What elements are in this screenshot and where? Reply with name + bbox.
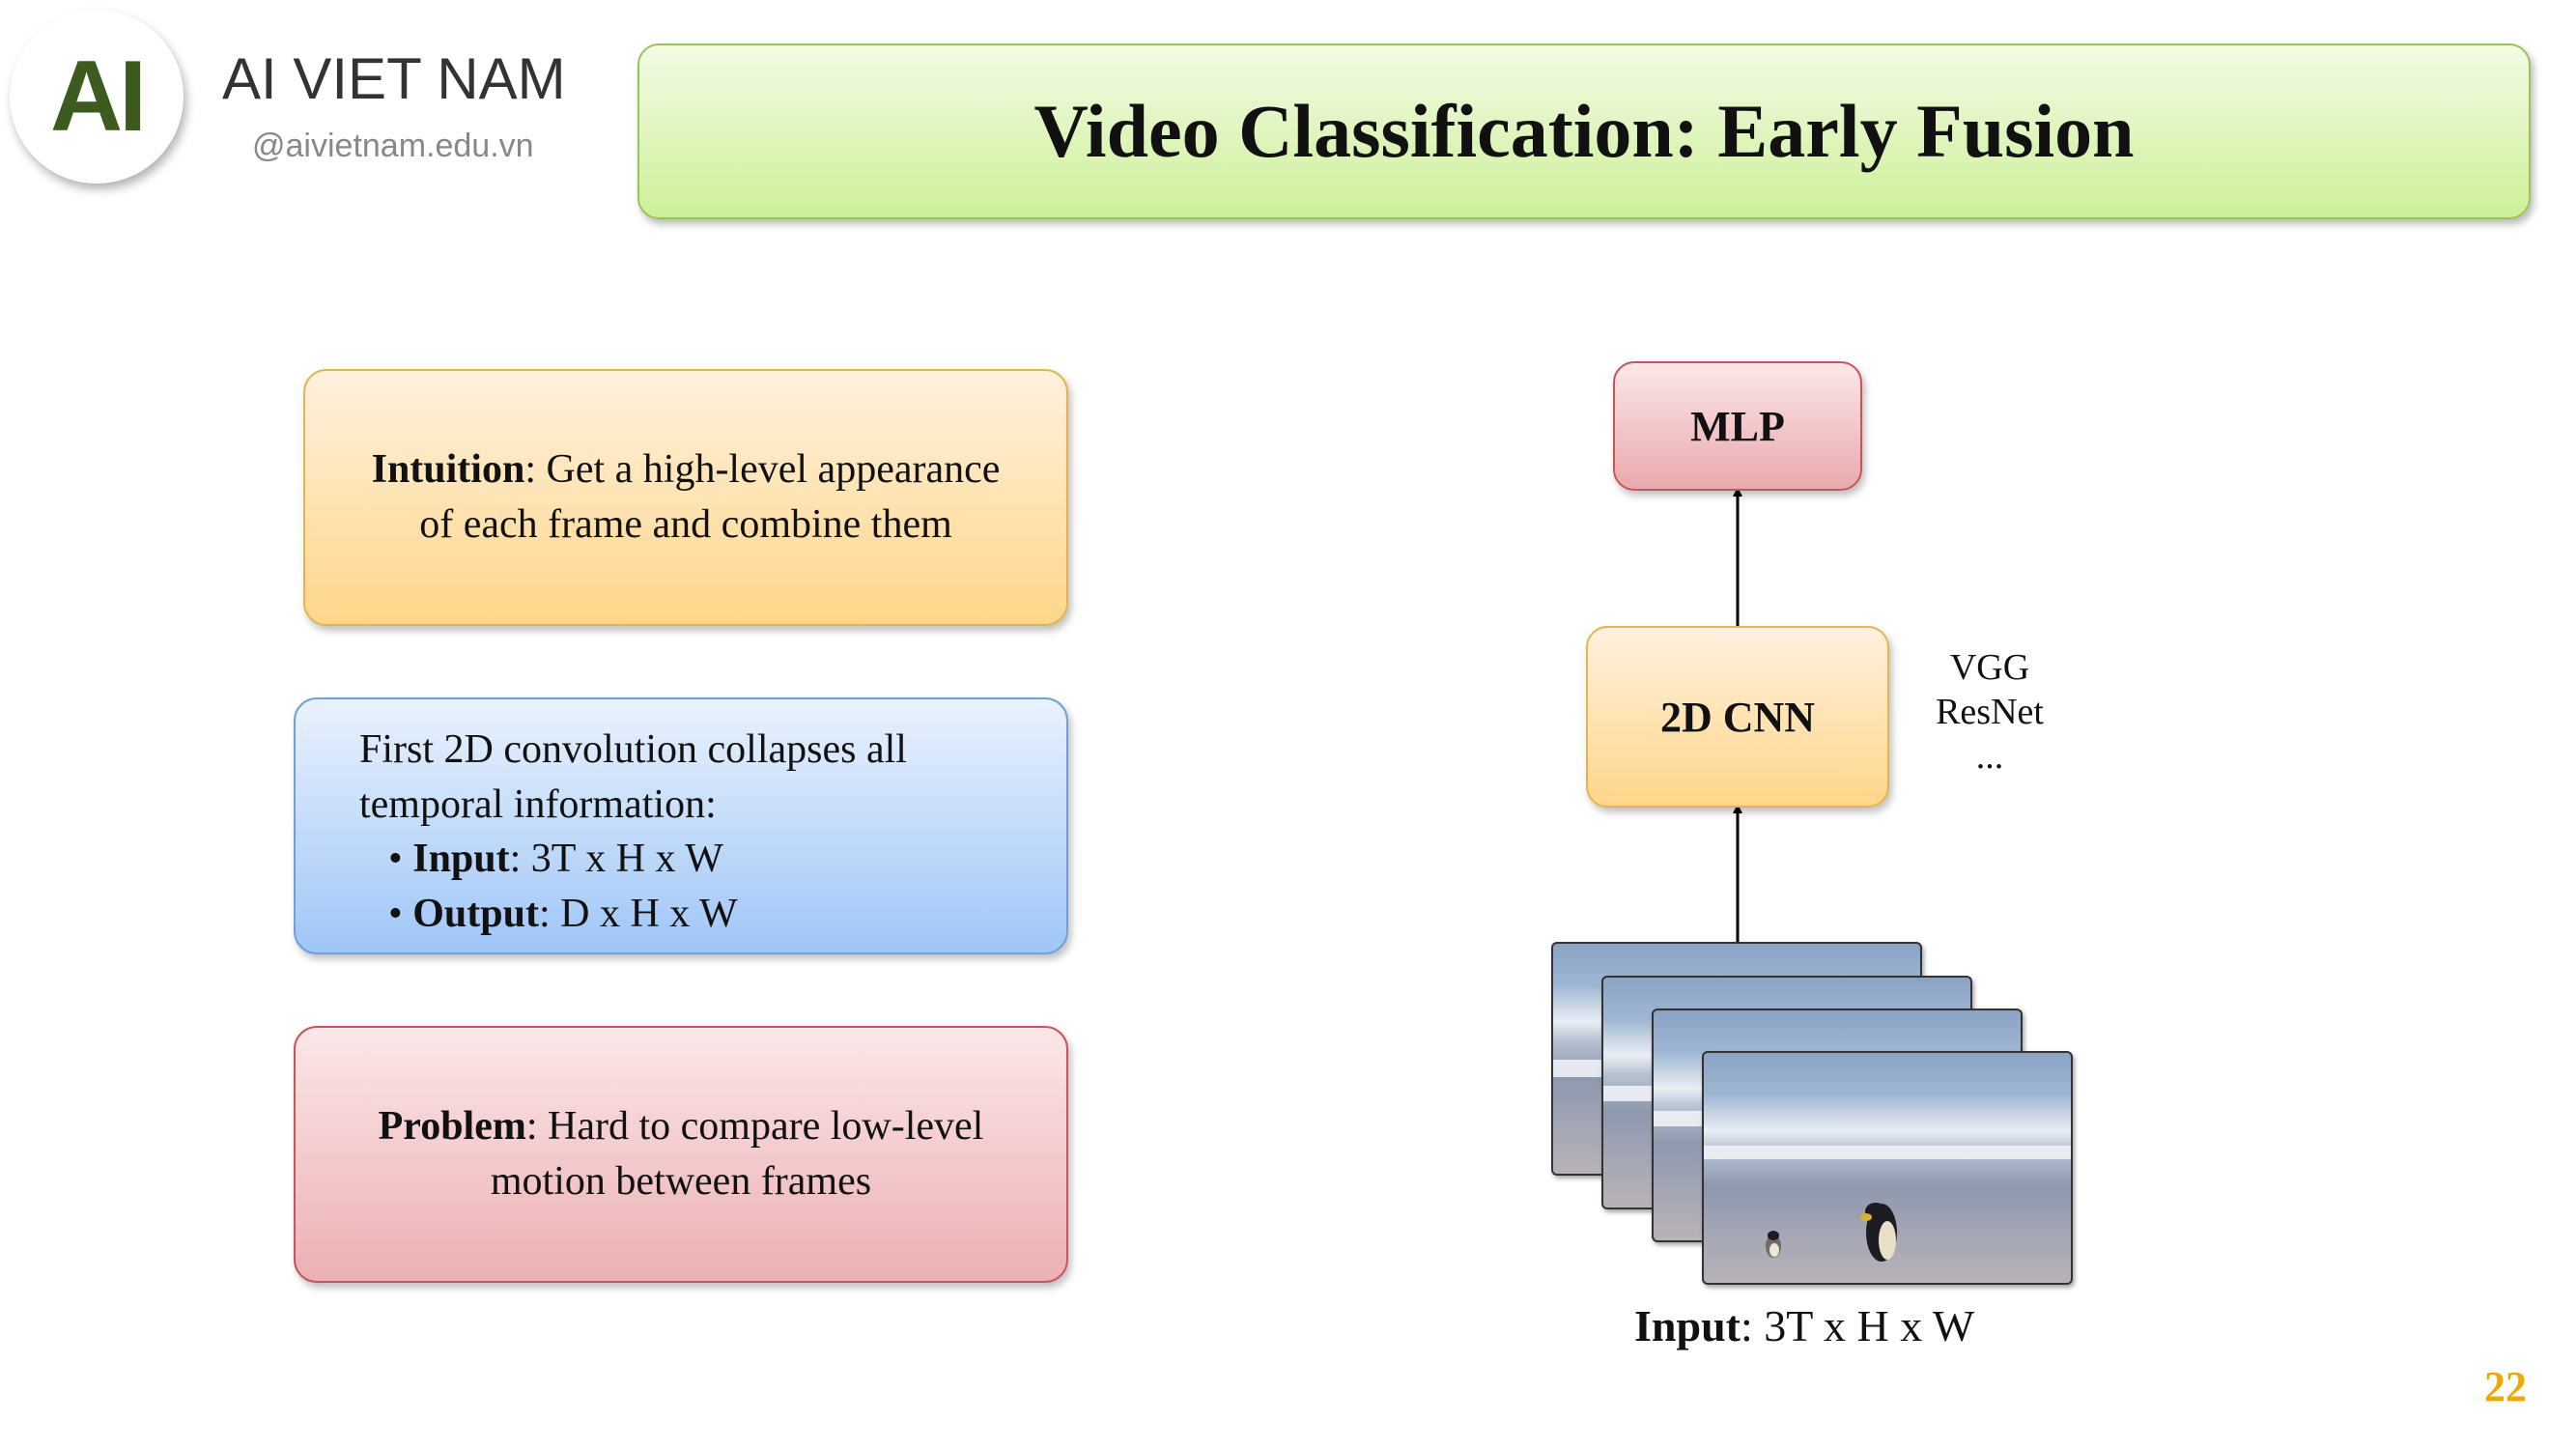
backbone-more: ... [1975,736,2004,777]
intuition-box: Intuition: Get a high-level appearance o… [303,369,1068,626]
backbone-vgg: VGG [1949,647,2030,688]
input-bullet-value: : 3T x H x W [509,837,723,882]
convolution-line-2: temporal information: [359,781,717,827]
output-bullet-value: : D x H x W [538,892,738,937]
output-bullet-label: Output [412,892,539,937]
mlp-label: MLP [1690,402,1785,450]
intuition-line-2: of each frame and combine them [419,502,952,547]
penguin-image [1766,1203,1897,1262]
problem-label: Problem [378,1104,526,1150]
title-banner: Video Classification: Early Fusion [637,43,2531,219]
output-bullet: • Output: D x H x W [388,892,738,937]
intuition-label: Intuition [371,447,525,493]
backbone-resnet: ResNet [1936,692,2044,732]
video-frame-4 [1702,1051,2073,1285]
input-bullet: • Input: 3T x H x W [388,837,723,882]
input-bullet-label: Input [412,837,510,882]
cnn-label: 2D CNN [1659,693,1816,741]
problem-line-1: : Hard to compare low-level [525,1104,984,1150]
problem-box: Problem: Hard to compare low-level motio… [294,1026,1068,1283]
mlp-node: MLP [1613,361,1862,491]
problem-text: Problem: Hard to compare low-level motio… [379,1099,984,1208]
convolution-box: First 2D convolution collapses all tempo… [294,697,1068,954]
logo: AI [10,10,184,184]
backbone-list: VGG ResNet ... [1922,645,2057,779]
convolution-line-1: First 2D convolution collapses all [359,727,907,772]
slide-title: Video Classification: Early Fusion [1033,89,2135,173]
intuition-line-1: : Get a high-level appearance [524,447,1001,493]
brand-handle: @aivietnam.edu.vn [252,128,534,164]
problem-line-2: motion between frames [490,1159,872,1204]
intuition-text: Intuition: Get a high-level appearance o… [372,442,1001,552]
input-label: Input: 3T x H x W [1634,1300,1974,1351]
logo-mark: AI [50,41,147,153]
cnn-node: 2D CNN [1586,626,1889,808]
input-label-value: : 3T x H x W [1740,1301,1975,1350]
input-label-bold: Input [1634,1301,1741,1350]
brand-name: AI VIET NAM [222,46,566,111]
page-number: 22 [2484,1363,2527,1410]
